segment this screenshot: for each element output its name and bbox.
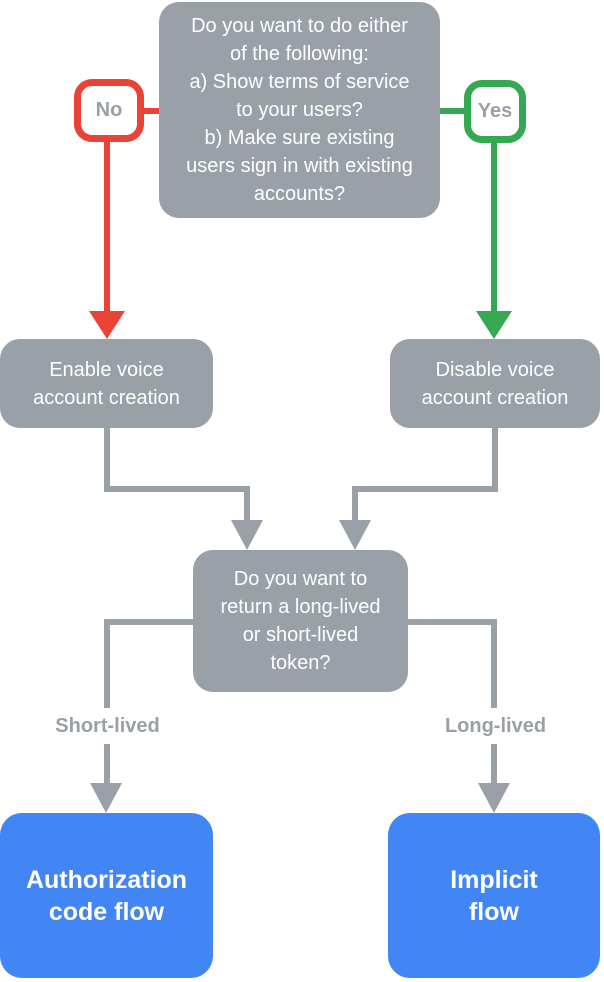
long-lived-arrowhead-icon <box>478 783 510 813</box>
short-lived-edge-horizontal <box>104 619 193 625</box>
enable-edge-vertical-upper <box>104 428 110 492</box>
enable-edge-vertical-lower <box>244 486 250 520</box>
question-node-terms-of-service: Do you want to do either of the followin… <box>159 2 440 218</box>
short-lived-edge-label: Short-lived <box>23 708 192 744</box>
yes-badge: Yes <box>464 80 526 143</box>
disable-voice-account-creation-node: Disable voice account creation <box>390 339 600 428</box>
long-lived-edge-vertical <box>491 619 497 784</box>
short-lived-edge-vertical <box>104 619 110 784</box>
question-node-token-lifetime: Do you want to return a long-lived or sh… <box>193 550 408 692</box>
short-lived-arrowhead-icon <box>90 783 122 813</box>
enable-arrowhead-icon <box>231 520 263 550</box>
disable-edge-horizontal <box>352 486 498 492</box>
no-arrowhead-icon <box>89 311 125 339</box>
disable-edge-vertical-upper <box>492 428 498 492</box>
yes-edge-horizontal <box>440 108 464 114</box>
no-edge-vertical <box>104 141 110 312</box>
long-lived-edge-label: Long-lived <box>411 708 580 744</box>
enable-edge-horizontal <box>104 486 250 492</box>
enable-voice-account-creation-node: Enable voice account creation <box>0 339 213 428</box>
no-badge: No <box>74 79 144 142</box>
long-lived-edge-horizontal <box>408 619 495 625</box>
implicit-flow-node: Implicit flow <box>388 813 600 978</box>
no-edge-horizontal <box>143 108 159 114</box>
yes-edge-vertical <box>491 142 497 312</box>
authorization-code-flow-node: Authorization code flow <box>0 813 213 978</box>
disable-arrowhead-icon <box>339 520 371 550</box>
yes-arrowhead-icon <box>476 311 512 339</box>
disable-edge-vertical-lower <box>352 486 358 520</box>
